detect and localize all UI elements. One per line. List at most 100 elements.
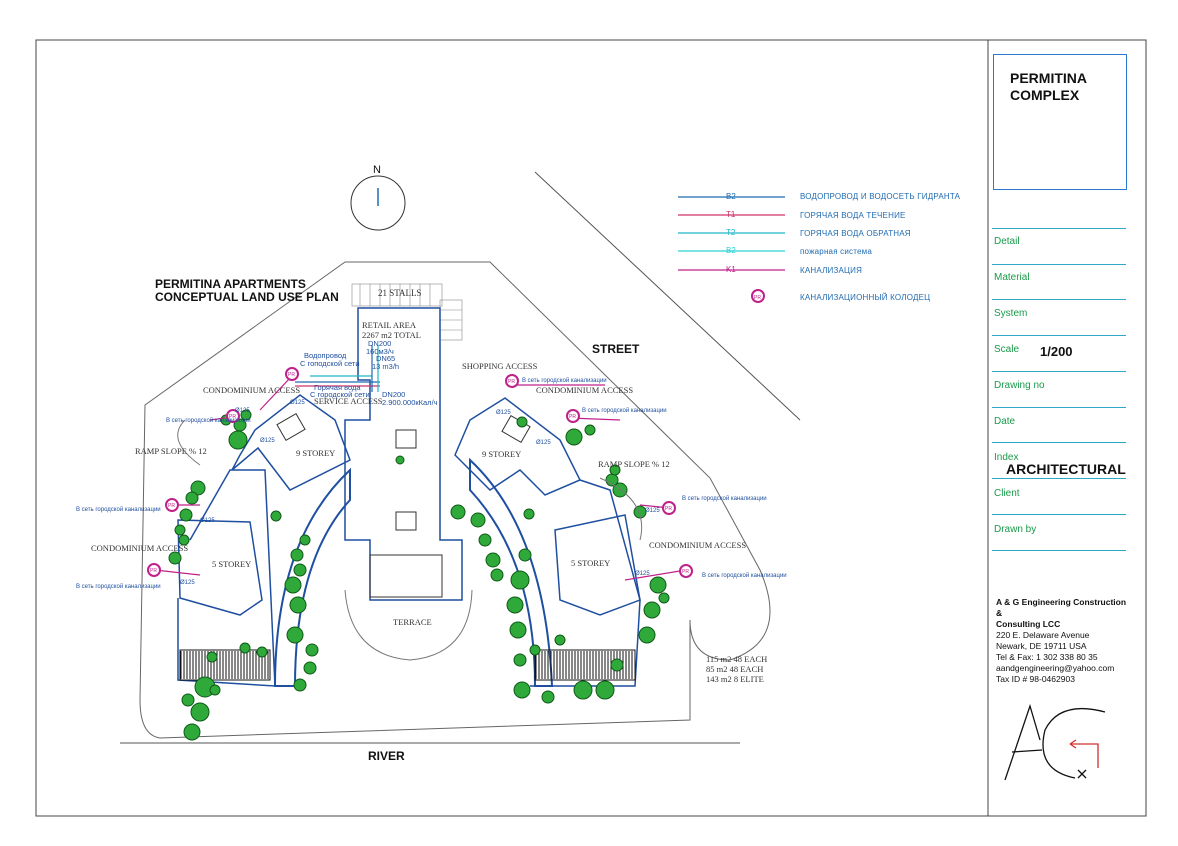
manhole-code: PR <box>229 414 236 420</box>
legend-label-sewer: КАНАЛИЗАЦИЯ <box>800 266 863 275</box>
manhole-symbol <box>505 374 519 388</box>
terrace-arc <box>344 589 473 661</box>
left-ramp <box>177 419 201 466</box>
manhole-code: PR <box>168 503 175 509</box>
tb-label-date: Date <box>994 416 1016 427</box>
tb-row-line <box>992 550 1126 551</box>
tree-symbol <box>610 658 624 672</box>
manhole-code: PR <box>569 414 576 420</box>
d125-label-2: Ø125 <box>260 438 275 444</box>
left-curve-outer <box>273 467 351 687</box>
tb-label-client: Client <box>994 488 1020 499</box>
street-label: STREET <box>592 342 640 356</box>
tree-symbol <box>516 416 528 428</box>
legend-label-hot-return: ГОРЯЧАЯ ВОДА ОБРАТНАЯ <box>800 229 911 238</box>
manhole-code: PR <box>682 569 689 575</box>
project-title-box <box>993 54 1127 190</box>
legend-manhole-code: PR <box>754 295 761 301</box>
tree-symbol <box>190 702 210 722</box>
dn65-label: DN65 <box>376 354 395 363</box>
tree-symbol <box>506 596 524 614</box>
sewer-note-4: В сеть городской канализации <box>522 377 607 384</box>
tree-symbol <box>178 534 190 546</box>
tree-symbol <box>185 491 199 505</box>
right-5storey-building <box>554 514 641 616</box>
ramp-slope-label-2: RAMP SLOPE % 12 <box>598 459 670 469</box>
manhole-code: PR <box>665 506 672 512</box>
manhole-code: PR <box>508 379 515 385</box>
d125-label-1: Ø125 <box>290 400 305 406</box>
left-hatch-lines <box>180 651 269 679</box>
tb-row-line <box>992 478 1126 479</box>
units-label-1: 115 m2 48 EACH <box>706 654 767 664</box>
shopping-access-label: SHOPPING ACCESS <box>462 361 538 371</box>
storey5-label-2: 5 STOREY <box>571 558 610 568</box>
sewer-note-2: В сеть городской канализации <box>76 506 161 513</box>
hot-label-1: Горячая вода <box>314 383 361 392</box>
tree-symbol <box>179 508 193 522</box>
heat-load-label: 2.900.000кКал/ч <box>382 398 438 407</box>
tree-symbol <box>649 576 667 594</box>
tree-symbol <box>513 653 527 667</box>
tree-symbol <box>565 428 583 446</box>
tree-symbol <box>609 464 621 476</box>
company-name-2: Consulting LCC <box>996 619 1061 629</box>
tree-symbol <box>573 680 593 700</box>
units-label-3: 143 m2 8 ELITE <box>706 674 764 684</box>
condo-access-label-3: CONDOMINIUM ACCESS <box>91 543 188 553</box>
company-phone: Tel & Fax: 1 302 338 80 35 <box>996 652 1098 662</box>
d125-label-4: Ø125 <box>536 440 551 446</box>
tree-symbol <box>233 418 247 432</box>
d125-label-6: Ø125 <box>180 580 195 586</box>
tb-label-detail: Detail <box>994 236 1020 247</box>
landscape-trees <box>168 409 670 741</box>
plan-title-line2: CONCEPTUAL LAND USE PLAN <box>155 290 339 304</box>
tree-symbol <box>658 592 670 604</box>
company-tax-id: Tax ID # 98-0462903 <box>996 674 1075 684</box>
storey5-label-1: 5 STOREY <box>212 559 251 569</box>
flow2-label: 13 m3/h <box>372 362 399 371</box>
retail-building <box>344 307 463 601</box>
tree-symbol <box>490 568 504 582</box>
left-5storey-building <box>177 519 263 616</box>
left-hatched-wall <box>179 649 271 681</box>
left-9storey-building <box>231 394 351 491</box>
tb-row-line <box>992 442 1126 443</box>
retail-atrium-1 <box>395 429 417 449</box>
hot-label-2: С городской сети <box>310 390 370 399</box>
tree-symbol <box>523 508 535 520</box>
tb-label-index: Index <box>994 452 1019 463</box>
manhole-symbol <box>147 563 161 577</box>
legend-code-b2: B2 <box>726 192 736 201</box>
tb-label-system: System <box>994 308 1028 319</box>
terrace-label: TERRACE <box>393 617 432 627</box>
legend-line-samples: PR <box>678 196 785 303</box>
condo-access-label-4: CONDOMINIUM ACCESS <box>649 540 746 550</box>
tb-label-drawing-no: Drawing no <box>994 380 1045 391</box>
manhole-symbol <box>285 367 299 381</box>
d125-label-9: Ø125 <box>235 408 250 414</box>
tree-symbol <box>450 504 466 520</box>
sewer-note-3: В сеть городской канализации <box>76 583 161 590</box>
tb-label-material: Material <box>994 272 1030 283</box>
north-arrow: N <box>350 164 406 231</box>
company-name-1: A & G Engineering Construction & <box>996 597 1127 618</box>
tree-symbol <box>270 510 282 522</box>
tree-symbol <box>643 601 661 619</box>
tree-symbol <box>168 551 182 565</box>
manhole-symbol <box>226 409 240 423</box>
tree-symbol <box>239 642 251 654</box>
legend-code-b2-fire: B2 <box>726 246 736 255</box>
manhole-symbol <box>566 409 580 423</box>
sewer-note-6: В сеть городской канализации <box>682 495 767 502</box>
retail-label-1: RETAIL AREA <box>362 320 417 330</box>
storey9-label-1: 9 STOREY <box>296 448 335 458</box>
tree-symbol <box>518 548 532 562</box>
tree-symbol <box>305 643 319 657</box>
d125-label-3: Ø125 <box>496 410 511 416</box>
tree-symbol <box>206 651 218 663</box>
tb-row-line <box>992 514 1126 515</box>
tree-symbol <box>174 524 186 536</box>
